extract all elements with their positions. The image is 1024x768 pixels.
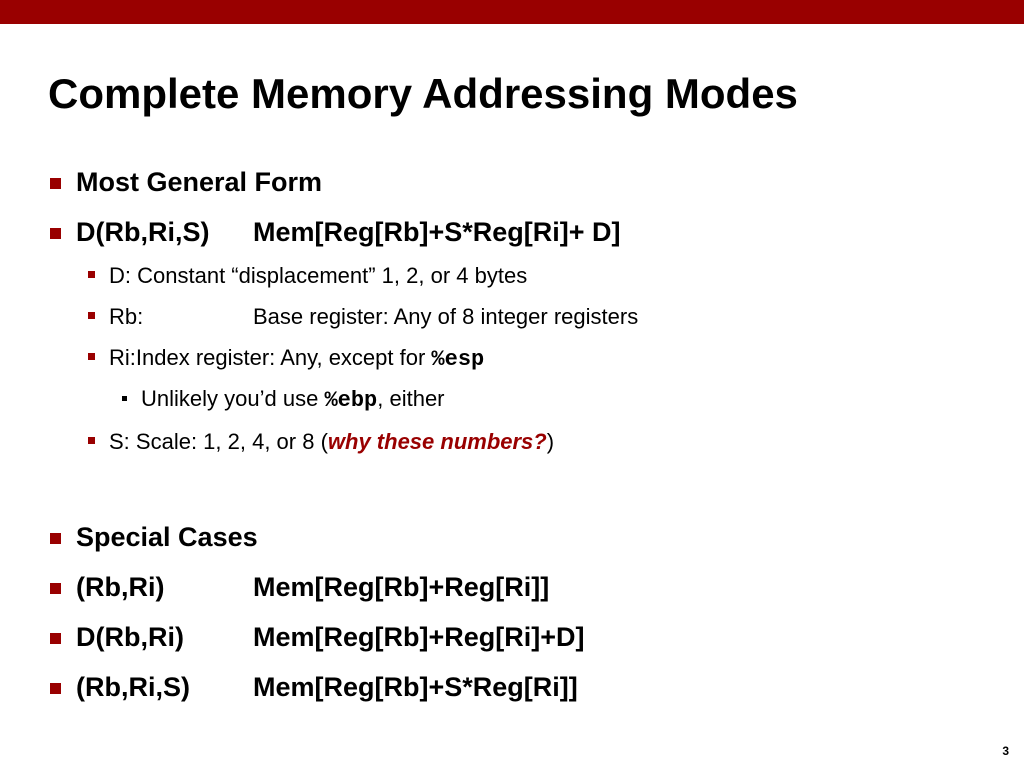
- bullet-most-general-form: Most General Form: [50, 165, 323, 199]
- square-bullet-icon: [122, 396, 127, 401]
- square-bullet-icon: [50, 683, 61, 694]
- addressing-formula: Mem[Reg[Rb]+S*Reg[Ri]]: [253, 672, 578, 702]
- emphasis-question: why these numbers?: [327, 429, 547, 454]
- square-bullet-icon: [50, 633, 61, 644]
- term-label: Rb:: [109, 304, 144, 329]
- bullet-special-case: (Rb,Ri) Mem[Reg[Rb]+Reg[Ri]]: [50, 570, 549, 604]
- square-bullet-icon: [50, 178, 61, 189]
- bullet-special-case: (Rb,Ri,S) Mem[Reg[Rb]+S*Reg[Ri]]: [50, 670, 578, 704]
- addressing-form: D(Rb,Ri,S): [76, 217, 210, 247]
- square-bullet-icon: [88, 312, 95, 319]
- addressing-form: (Rb,Ri): [76, 572, 165, 602]
- bullet-text: Special Cases: [76, 522, 258, 552]
- sub-bullet-rb: Rb: Base register: Any of 8 integer regi…: [88, 302, 638, 332]
- square-bullet-icon: [88, 353, 95, 360]
- square-bullet-icon: [50, 583, 61, 594]
- register-ebp: %ebp: [324, 388, 378, 413]
- note-text: Unlikely you’d use: [141, 386, 325, 411]
- note-text-end: , either: [377, 386, 445, 411]
- term-description: Base register: Any of 8 integer register…: [253, 304, 639, 329]
- addressing-form: D(Rb,Ri): [76, 622, 184, 652]
- bullet-special-cases: Special Cases: [50, 520, 258, 554]
- term-description: Constant “displacement” 1, 2, or 4 bytes: [137, 263, 528, 288]
- top-accent-bar: [0, 0, 1024, 24]
- sub-bullet-d: D: Constant “displacement” 1, 2, or 4 by…: [88, 261, 528, 291]
- bullet-general-formula: D(Rb,Ri,S) Mem[Reg[Rb]+S*Reg[Ri]+ D]: [50, 215, 621, 249]
- term-close: ): [546, 429, 555, 454]
- sub-bullet-ri: Ri:Index register: Any, except for %esp: [88, 343, 485, 375]
- addressing-formula: Mem[Reg[Rb]+Reg[Ri]+D]: [253, 622, 585, 652]
- square-bullet-icon: [88, 437, 95, 444]
- term-description: Scale: 1, 2, 4, or 8 (: [135, 429, 328, 454]
- addressing-formula: Mem[Reg[Rb]+S*Reg[Ri]+ D]: [253, 217, 621, 247]
- bullet-text: Most General Form: [76, 167, 323, 197]
- sub-sub-bullet-ebp: Unlikely you’d use %ebp, either: [122, 384, 445, 416]
- register-esp: %esp: [431, 347, 485, 372]
- term-label: S:: [109, 429, 130, 454]
- sub-bullet-s: S: Scale: 1, 2, 4, or 8 (why these numbe…: [88, 427, 555, 457]
- addressing-formula: Mem[Reg[Rb]+Reg[Ri]]: [253, 572, 550, 602]
- square-bullet-icon: [88, 271, 95, 278]
- bullet-special-case: D(Rb,Ri) Mem[Reg[Rb]+Reg[Ri]+D]: [50, 620, 585, 654]
- term-label: Ri:: [109, 345, 136, 370]
- addressing-form: (Rb,Ri,S): [76, 672, 190, 702]
- square-bullet-icon: [50, 533, 61, 544]
- page-number: 3: [1002, 744, 1009, 758]
- term-description: Index register: Any, except for: [135, 345, 432, 370]
- term-label: D:: [109, 263, 131, 288]
- slide-title: Complete Memory Addressing Modes: [48, 70, 798, 117]
- square-bullet-icon: [50, 228, 61, 239]
